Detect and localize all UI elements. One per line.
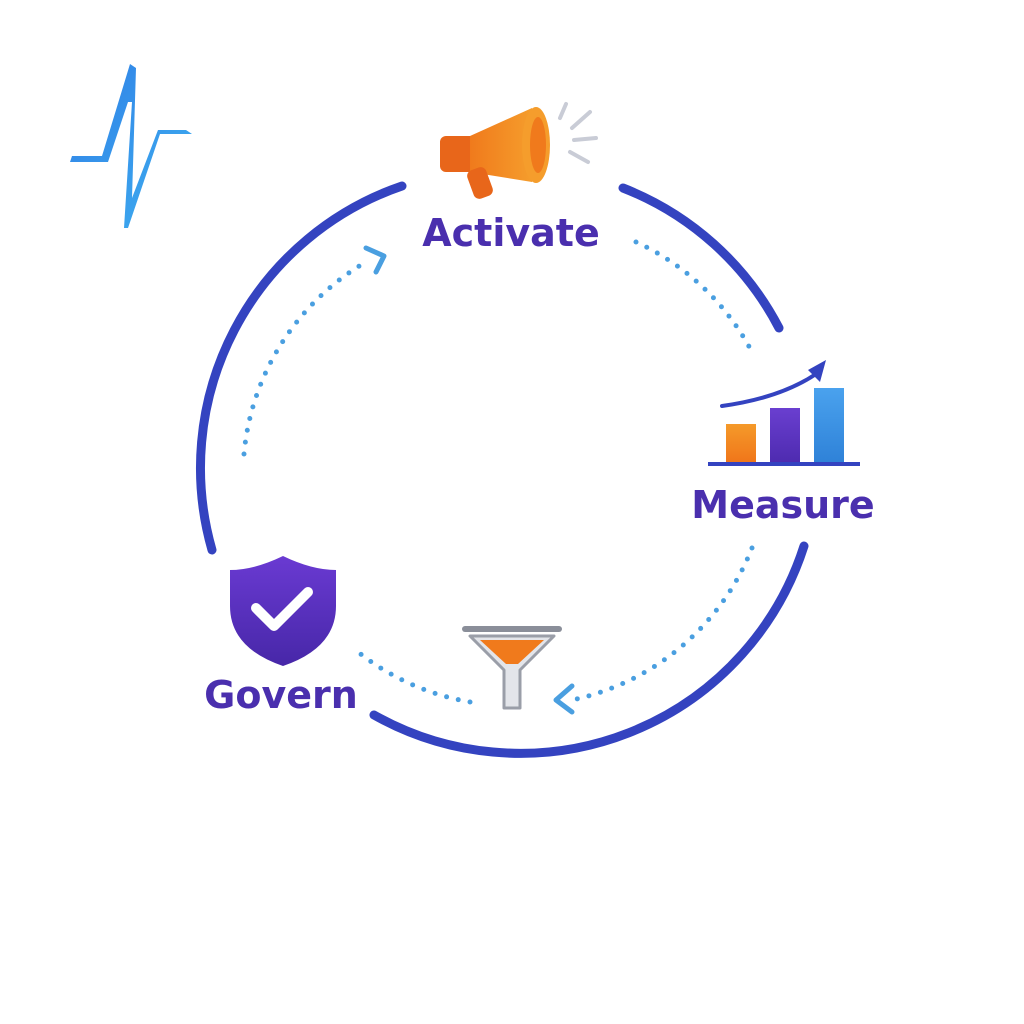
flow-arrow-govern-to-activate: [241, 259, 369, 457]
pulse-line-logo: [70, 64, 192, 228]
flow-arrowheads: [363, 245, 575, 715]
bar-chart-trend-icon: [708, 360, 860, 466]
megaphone-icon: [440, 102, 598, 199]
arrowhead-to-activate: [363, 245, 387, 275]
flow-arrows: [241, 239, 755, 705]
stage-label-govern: Govern: [204, 673, 358, 717]
arrowhead-to-filter: [553, 683, 575, 715]
stage-label-measure: Measure: [691, 483, 874, 527]
shield-check-icon: [230, 556, 336, 666]
flow-arrow-activate-to-measure: [633, 239, 755, 355]
ring-segment-top-right: [618, 183, 784, 333]
ring-segment-right-bottom: [369, 541, 809, 758]
cycle-ring: [195, 181, 809, 758]
flow-arrow-filter-to-govern: [355, 649, 473, 705]
funnel-icon: [462, 626, 562, 710]
stage-label-activate: Activate: [422, 211, 599, 255]
ring-segment-left: [195, 181, 407, 555]
